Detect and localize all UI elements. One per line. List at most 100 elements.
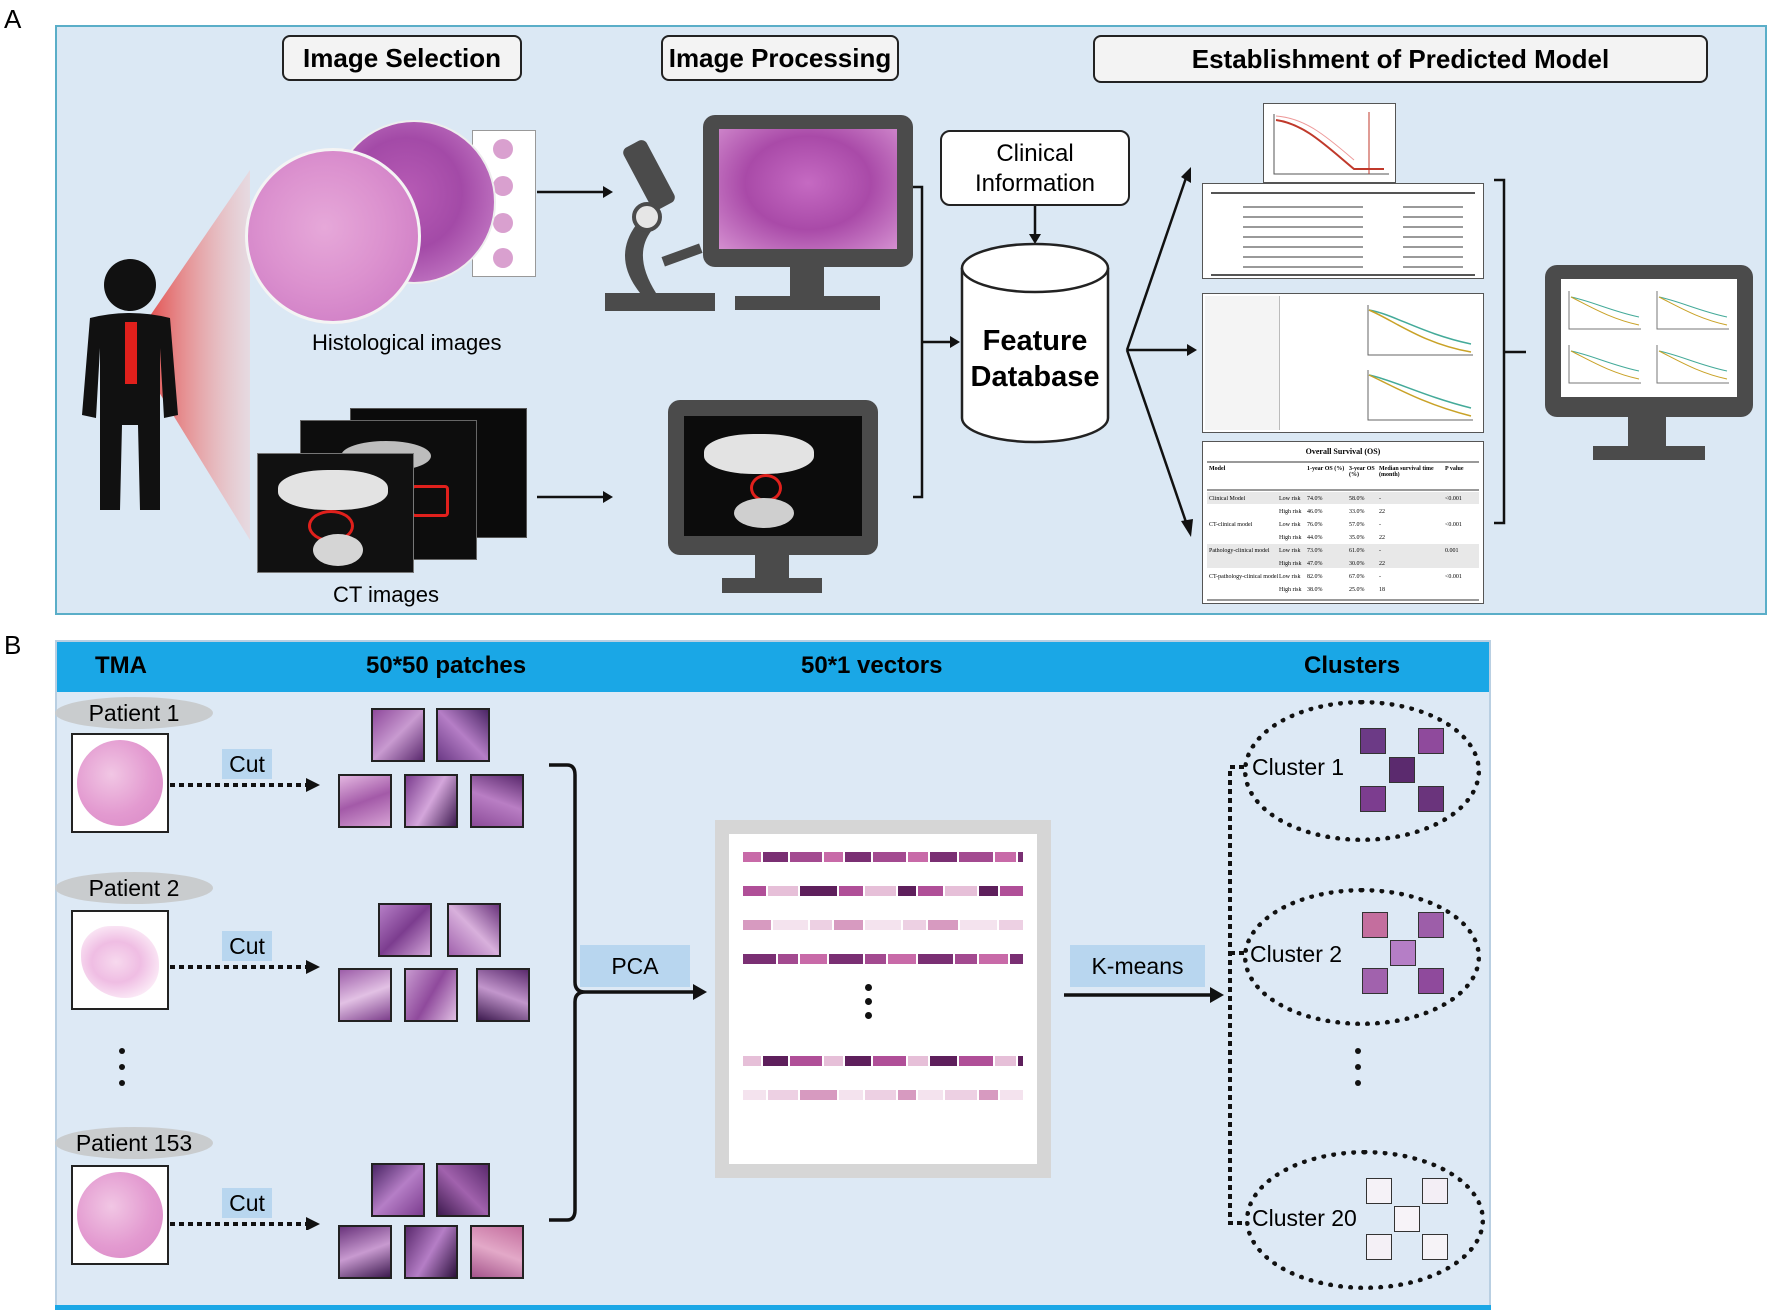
patch bbox=[470, 1225, 524, 1279]
feature-vector-cell bbox=[1010, 954, 1023, 964]
feature-vector-cell bbox=[945, 1090, 977, 1100]
cluster-patch bbox=[1418, 728, 1444, 754]
patch bbox=[404, 774, 458, 828]
arrows-to-model bbox=[1125, 167, 1197, 537]
monitor-base bbox=[735, 296, 880, 310]
patch bbox=[436, 708, 490, 762]
monitor-neck-ct bbox=[755, 555, 789, 579]
patient-label-2: Patient 2 bbox=[55, 872, 213, 904]
radiomics-feature-table bbox=[1202, 183, 1484, 279]
patch bbox=[378, 903, 432, 957]
clinical-line-2: Information bbox=[974, 170, 1096, 197]
ct-images-label: CT images bbox=[333, 582, 439, 607]
header-vectors: 50*1 vectors bbox=[801, 652, 943, 679]
cluster-patch bbox=[1394, 1206, 1420, 1232]
feature-vector-cell bbox=[790, 852, 822, 862]
feature-vector-cell bbox=[865, 920, 901, 930]
cluster-ellipse-1 bbox=[1243, 700, 1481, 842]
dotted-bracket-clusters bbox=[1228, 765, 1244, 1225]
survival-table-cell: High risk bbox=[1279, 508, 1302, 515]
survival-table-cell: 35.0% bbox=[1349, 534, 1365, 541]
database-cylinder-icon bbox=[960, 242, 1110, 444]
survival-table-cell: - bbox=[1379, 573, 1381, 580]
survival-table-cell: 57.0% bbox=[1349, 521, 1365, 528]
survival-table-cell: 46.0% bbox=[1307, 508, 1323, 515]
cluster-patch bbox=[1360, 728, 1386, 754]
bracket-to-pca bbox=[549, 763, 707, 1222]
feature-vector-cell bbox=[768, 886, 798, 896]
pca-tag: PCA bbox=[580, 945, 690, 987]
bracket-to-final-monitor bbox=[1494, 178, 1526, 525]
step-image-processing: Image Processing bbox=[661, 35, 899, 81]
patch bbox=[338, 968, 392, 1022]
patient-label-1: Patient 1 bbox=[55, 697, 213, 729]
feature-vector-row bbox=[743, 920, 1023, 930]
survival-table-cell: 76.0% bbox=[1307, 521, 1323, 528]
vertical-ellipsis-vectors bbox=[865, 984, 872, 1026]
cluster-patch bbox=[1418, 968, 1444, 994]
survival-table-cell: <0.001 bbox=[1445, 521, 1462, 528]
survival-table-header: Model 1-year OS (%) 3-year OS (%) Median… bbox=[1209, 466, 1477, 478]
cluster-label-20: Cluster 20 bbox=[1252, 1205, 1357, 1231]
ct-slice-front bbox=[257, 453, 414, 573]
ellipsis-dot bbox=[865, 1012, 872, 1019]
feature-vector-row bbox=[743, 1090, 1023, 1100]
feature-vector-cell bbox=[873, 1056, 906, 1066]
feature-vector-cell bbox=[979, 1090, 998, 1100]
clinical-line-1: Clinical bbox=[996, 140, 1074, 167]
patch bbox=[371, 708, 425, 762]
dotted-cut-arrows bbox=[170, 778, 320, 1230]
survival-table-cell: Clinical Model bbox=[1209, 495, 1246, 502]
feature-vector-cell bbox=[800, 954, 827, 964]
feature-vector-cell bbox=[979, 886, 998, 896]
survival-table-cell: Pathology-clinical model bbox=[1209, 547, 1270, 554]
patch bbox=[404, 968, 458, 1022]
bracket-to-database bbox=[913, 185, 960, 499]
feature-vector-cell bbox=[768, 1090, 798, 1100]
feature-vector-cell bbox=[898, 886, 916, 896]
cut-tag-2: Cut bbox=[222, 931, 272, 961]
ellipsis-dot bbox=[865, 998, 872, 1005]
feature-vector-cell bbox=[930, 1056, 957, 1066]
survival-table-cell: Low risk bbox=[1279, 547, 1301, 554]
feature-vector-cell bbox=[873, 852, 906, 862]
feature-vector-cell bbox=[945, 886, 977, 896]
feature-vector-cell bbox=[918, 886, 943, 896]
cluster-label-2: Cluster 2 bbox=[1250, 941, 1343, 967]
cluster-patch bbox=[1366, 1178, 1392, 1204]
survival-table-cell: CT-pathology-clinical model bbox=[1209, 573, 1279, 580]
cluster-patch bbox=[1418, 912, 1444, 938]
feature-vector-cell bbox=[773, 920, 808, 930]
feature-vector-cell bbox=[1018, 1056, 1023, 1066]
survival-table-cell: - bbox=[1379, 495, 1381, 502]
header-clusters: Clusters bbox=[1304, 652, 1401, 679]
feature-vector-cell bbox=[903, 920, 926, 930]
tma-core-153 bbox=[71, 1165, 169, 1265]
cut-tag-153: Cut bbox=[222, 1188, 272, 1218]
feature-vector-cell bbox=[778, 954, 798, 964]
survival-table-cell: 47.0% bbox=[1307, 560, 1323, 567]
th-pvalue: P value bbox=[1445, 466, 1464, 472]
feature-vector-cell bbox=[1018, 852, 1023, 862]
survival-table-cell: 22 bbox=[1379, 508, 1385, 515]
person-icon bbox=[82, 170, 250, 540]
vertical-ellipsis-clusters bbox=[1355, 1048, 1361, 1096]
step-predicted-model: Establishment of Predicted Model bbox=[1093, 35, 1708, 83]
patch bbox=[338, 774, 392, 828]
patch bbox=[436, 1163, 490, 1217]
patch bbox=[371, 1163, 425, 1217]
cut-tag-1: Cut bbox=[222, 749, 272, 779]
survival-table-cell: 22 bbox=[1379, 560, 1385, 567]
tma-slide-thumbnail bbox=[472, 130, 536, 277]
feature-vector-cell bbox=[845, 852, 871, 862]
survival-table-cell: 61.0% bbox=[1349, 547, 1365, 554]
patch bbox=[476, 968, 530, 1022]
monitor-icon-final bbox=[1545, 265, 1753, 417]
survival-table-cell: 38.0% bbox=[1307, 586, 1323, 593]
survival-table-cell: Low risk bbox=[1279, 573, 1301, 580]
feature-vector-cell bbox=[908, 852, 928, 862]
cluster-patch bbox=[1360, 786, 1386, 812]
clinical-information-box: Clinical Information bbox=[940, 130, 1130, 206]
